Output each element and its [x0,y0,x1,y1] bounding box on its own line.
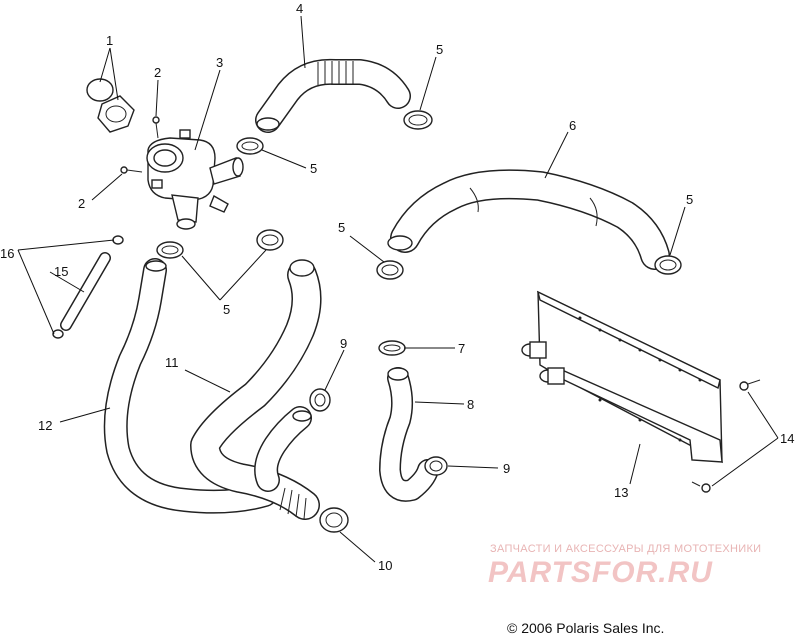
callout-5: 5 [338,220,345,235]
callout-15: 15 [54,264,68,279]
leader-lines [17,15,779,563]
callout-9: 9 [503,461,510,476]
screws-14 [691,379,761,493]
clamps-5 [156,110,682,280]
callout-9: 9 [340,336,347,351]
callout-8: 8 [467,397,474,412]
callout-12: 12 [38,418,52,433]
hose-11 [190,259,322,520]
radiator-bracket-13 [521,290,723,464]
callout-14: 14 [780,431,794,446]
hose-12 [103,258,277,514]
callout-4: 4 [296,1,303,16]
watermark-tagline: ЗАПЧАСТИ И АКСЕССУАРЫ ДЛЯ МОТОТЕХНИКИ [490,543,762,555]
clamps-7-9-10 [309,340,448,533]
callout-6: 6 [569,118,576,133]
tube-15 [52,235,124,339]
hose-8 [379,367,439,502]
radiator-cap [86,78,135,133]
watermark-logo: PARTSFOR.RU [488,556,713,589]
hose-4 [255,58,411,133]
callout-2: 2 [78,196,85,211]
callout-5: 5 [223,302,230,317]
callout-1: 1 [106,33,113,48]
callout-7: 7 [458,341,465,356]
callout-5: 5 [310,161,317,176]
callout-5: 5 [686,192,693,207]
callout-13: 13 [614,485,628,500]
hose-6 [387,169,670,270]
callout-10: 10 [378,558,392,573]
callout-16: 16 [0,246,14,261]
copyright-notice: © 2006 Polaris Sales Inc. [507,620,665,636]
callout-3: 3 [216,55,223,70]
callout-5: 5 [436,42,443,57]
callout-2: 2 [154,65,161,80]
callout-11: 11 [165,355,179,370]
screws-2 [120,116,160,174]
coolant-bottle [146,129,244,230]
callout-labels: 1 2 3 4 5 5 2 16 15 5 5 6 5 9 7 8 9 10 1… [0,1,794,573]
